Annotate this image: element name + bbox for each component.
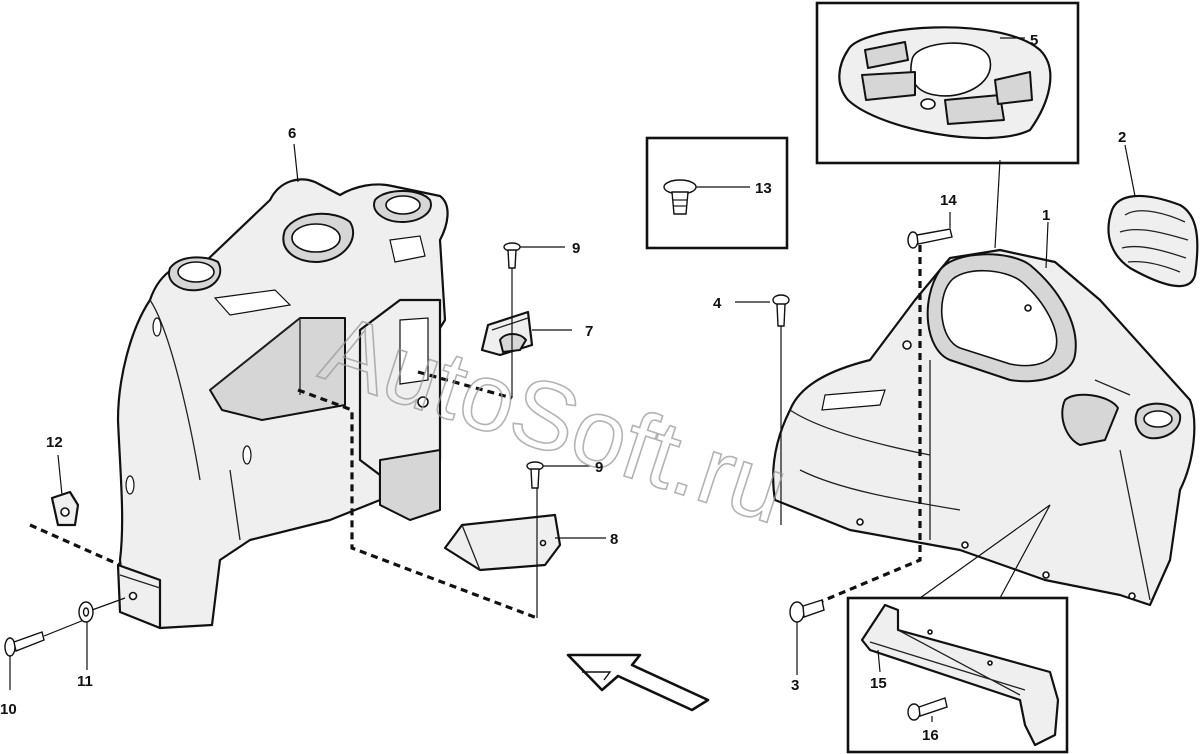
forward-arrow-icon <box>566 653 710 712</box>
callout-5: 5 <box>1030 32 1038 49</box>
callout-1: 1 <box>1042 207 1050 224</box>
vent-slats-icon <box>861 41 1033 125</box>
bolt-14-icon <box>907 212 953 249</box>
callout-15: 15 <box>870 675 887 692</box>
callout-4: 4 <box>713 295 722 312</box>
screw-4-icon <box>735 294 790 525</box>
callout-8: 8 <box>610 531 618 548</box>
screw-9-bottom-icon <box>526 461 590 618</box>
leader-part-1 <box>1045 221 1049 269</box>
callout-16: 16 <box>922 727 939 744</box>
part-6-console-frame <box>116 178 449 630</box>
part-12-clip <box>50 490 80 527</box>
detail-box-15-16 <box>846 504 1069 754</box>
callout-labels: 1 2 3 4 5 6 7 8 9 9 10 11 12 13 14 15 16 <box>0 32 1126 744</box>
bolt-10-icon <box>4 619 85 657</box>
callout-14: 14 <box>940 192 957 209</box>
callout-9-top: 9 <box>572 240 580 257</box>
callout-6: 6 <box>288 125 296 142</box>
callout-12: 12 <box>46 434 63 451</box>
part-8-trim-piece <box>443 513 562 572</box>
assembly-lines-left <box>29 370 538 620</box>
callout-11: 11 <box>77 673 93 690</box>
callout-2: 2 <box>1118 129 1126 146</box>
screw-3-icon <box>789 599 825 675</box>
callout-7: 7 <box>585 323 593 340</box>
callout-10: 10 <box>0 701 17 718</box>
detail-box-5 <box>815 1 1080 249</box>
part-7-bracket <box>480 310 534 357</box>
part-2-vent-grille <box>1107 144 1199 288</box>
washer-11-icon <box>78 597 126 623</box>
screw-9-top-icon <box>503 242 565 398</box>
leaders-left <box>9 143 606 690</box>
detail-box-13 <box>645 136 789 250</box>
bolt-16-icon <box>907 697 948 722</box>
callout-3: 3 <box>791 677 799 694</box>
callout-13: 13 <box>755 180 772 197</box>
assembly-lines-right <box>819 245 922 604</box>
callout-9-bottom: 9 <box>595 459 603 476</box>
part-1-tunnel-console <box>772 248 1196 607</box>
